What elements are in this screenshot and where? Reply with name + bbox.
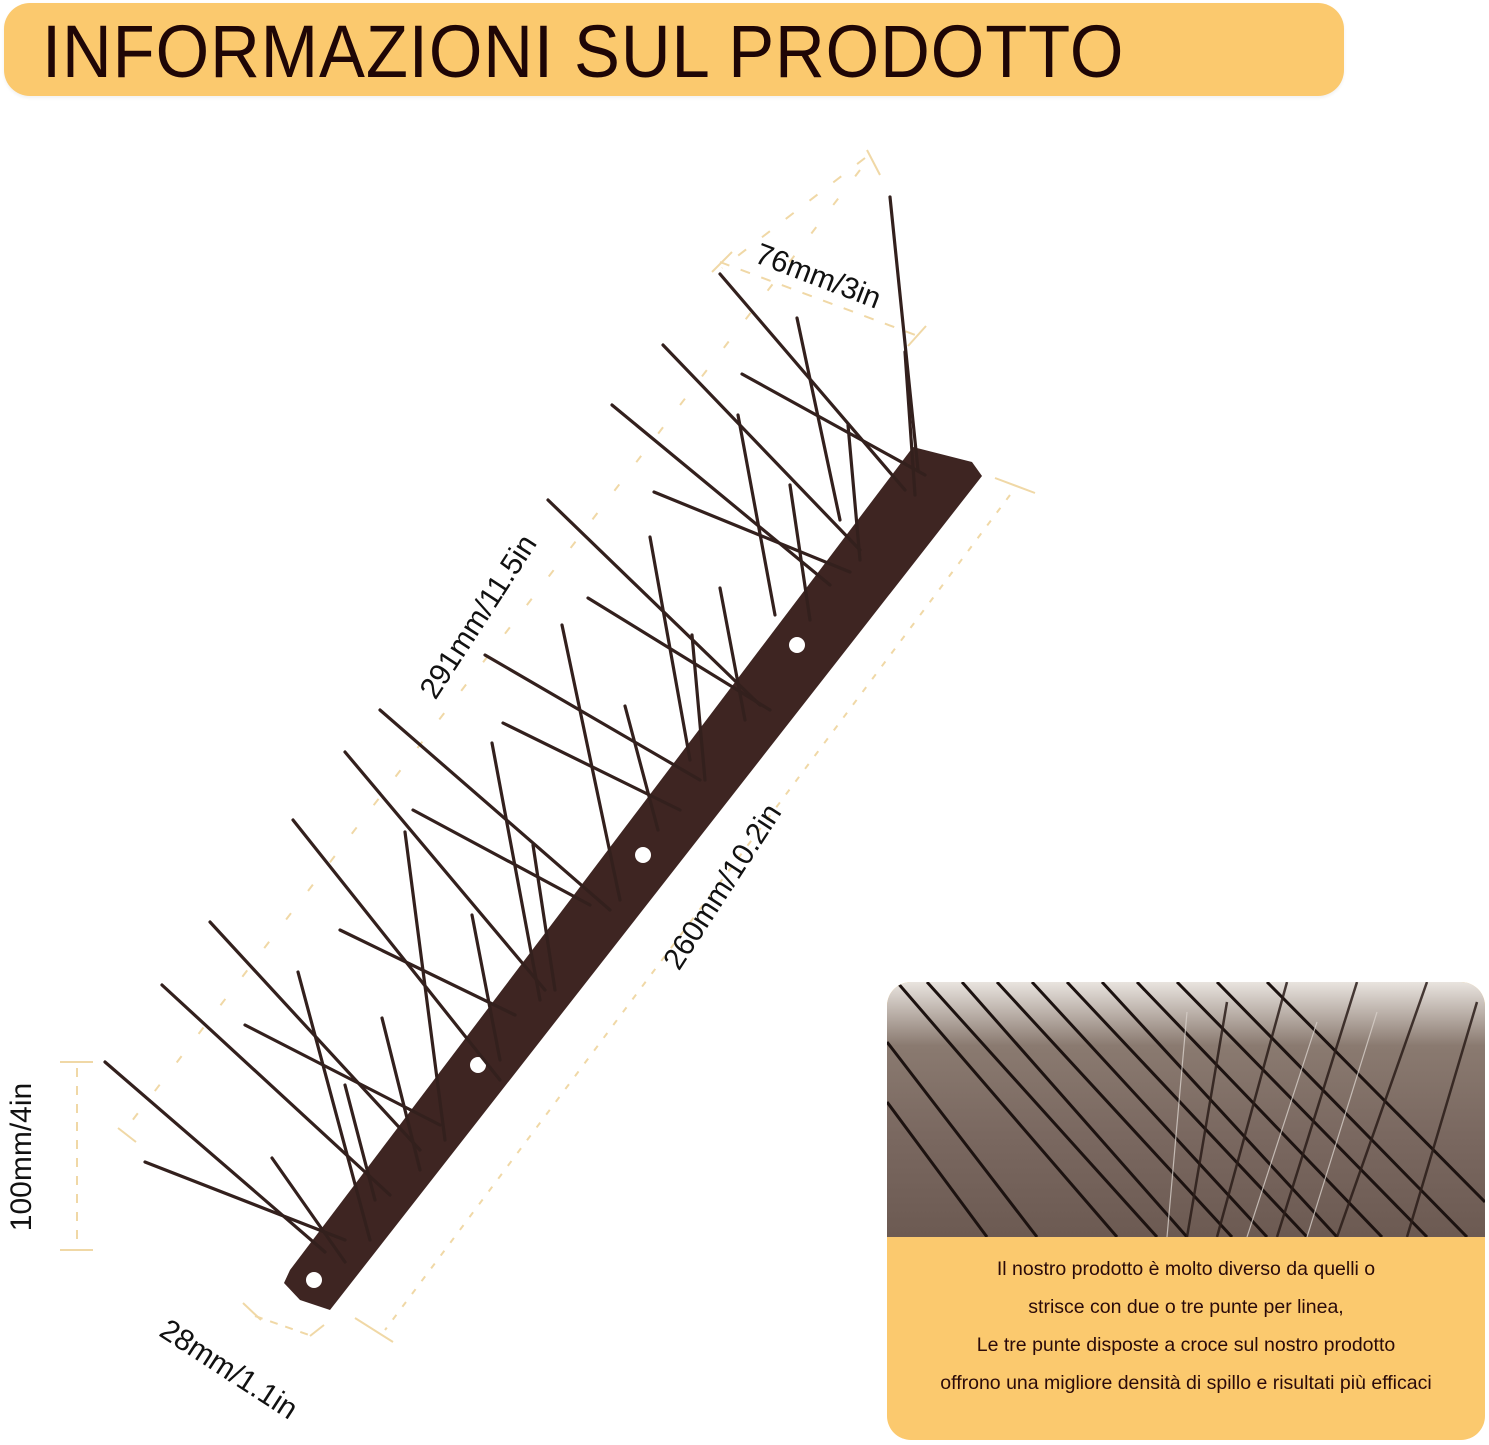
page-title: INFORMAZIONI SUL PRODOTTO [42,10,1125,93]
spike-base-strip [284,447,982,1310]
info-line-4: offrono una migliore densità di spillo e… [940,1372,1432,1394]
info-line-3: Le tre punte disposte a croce sul nostro… [976,1334,1396,1356]
dimension-lines [60,149,1036,1343]
info-line-1: Il nostro prodotto è molto diverso da qu… [996,1258,1376,1280]
info-card-text: Il nostro prodotto è molto diverso da qu… [887,1250,1485,1402]
spikes [103,195,927,1264]
title-banner: INFORMAZIONI SUL PRODOTTO [4,3,1344,96]
dimension-height: 100mm/4in [5,1082,39,1232]
info-card: Il nostro prodotto è molto diverso da qu… [887,982,1485,1440]
spikes-closeup-photo [887,982,1485,1237]
info-line-2: strisce con due o tre punte per linea, [1028,1296,1344,1318]
